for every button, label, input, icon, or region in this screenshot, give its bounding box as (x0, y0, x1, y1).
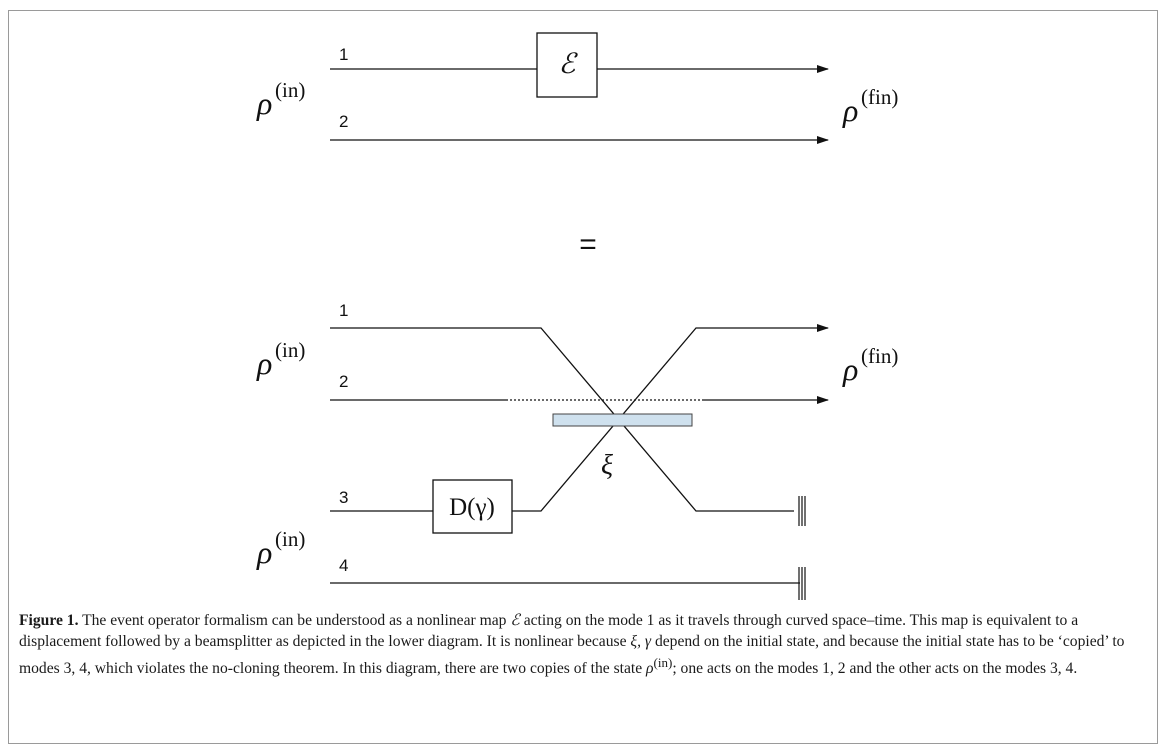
beamsplitter-symbol: ξ (601, 450, 613, 481)
bottom-mode-4-label: 4 (339, 556, 348, 575)
circuit-diagram: 1 2 ℰ ρ (in) ρ (fin) = 1 2 3 4 D(γ) (256, 32, 898, 600)
caption-text-2: acting on the mode 1 as it travels throu… (19, 612, 1079, 650)
top-mode-1-label: 1 (339, 45, 348, 64)
top-mode-2-label: 2 (339, 112, 348, 131)
bottom-output-state: ρ (fin) (842, 344, 898, 387)
bottom-input-state-b: ρ (in) (256, 527, 305, 570)
svg-text:(in): (in) (275, 338, 305, 362)
bottom-mode-2-label: 2 (339, 372, 348, 391)
top-input-state: ρ (in) (256, 78, 305, 121)
caption-symbol-rho-sup: (in) (653, 655, 673, 670)
top-output-state: ρ (fin) (842, 85, 898, 128)
svg-text:(fin): (fin) (861, 85, 898, 109)
caption-symbol-map: ℰ (510, 612, 520, 629)
nonlinear-map-symbol: ℰ (559, 49, 579, 80)
beamsplitter (552, 413, 693, 427)
svg-text:(fin): (fin) (861, 344, 898, 368)
figure-label: Figure 1. (19, 612, 79, 629)
mode-4-terminator (798, 567, 806, 600)
bottom-mode-1-label: 1 (339, 301, 348, 320)
caption-symbol-rho: ρ (646, 660, 654, 678)
caption-text-4: ; one acts on the modes 1, 2 and the oth… (672, 660, 1078, 678)
figure-caption: Figure 1. The event operator formalism c… (19, 610, 1149, 679)
caption-text-3: depend on the initial state, and because… (19, 633, 1125, 678)
svg-text:ρ: ρ (842, 351, 858, 387)
equals-sign: = (579, 228, 597, 261)
bottom-mode-3-label: 3 (339, 488, 348, 507)
caption-symbol-params: ξ, γ (630, 633, 652, 650)
svg-text:(in): (in) (275, 527, 305, 551)
top-diagram: 1 2 ℰ ρ (in) ρ (fin) (256, 32, 898, 144)
svg-text:ρ: ρ (256, 534, 272, 570)
caption-text-1: The event operator formalism can be unde… (78, 612, 511, 629)
svg-text:ρ: ρ (842, 92, 858, 128)
displacement-box (432, 479, 513, 534)
svg-text:ρ: ρ (256, 85, 272, 121)
svg-text:(in): (in) (275, 78, 305, 102)
displacement-label: D(γ) (449, 494, 495, 521)
bottom-input-state-a: ρ (in) (256, 338, 305, 381)
nonlinear-map-box (536, 32, 598, 98)
bottom-diagram: 1 2 3 4 D(γ) ξ ρ (i (256, 301, 898, 600)
mode-3-terminator (798, 496, 806, 526)
svg-text:ρ: ρ (256, 345, 272, 381)
